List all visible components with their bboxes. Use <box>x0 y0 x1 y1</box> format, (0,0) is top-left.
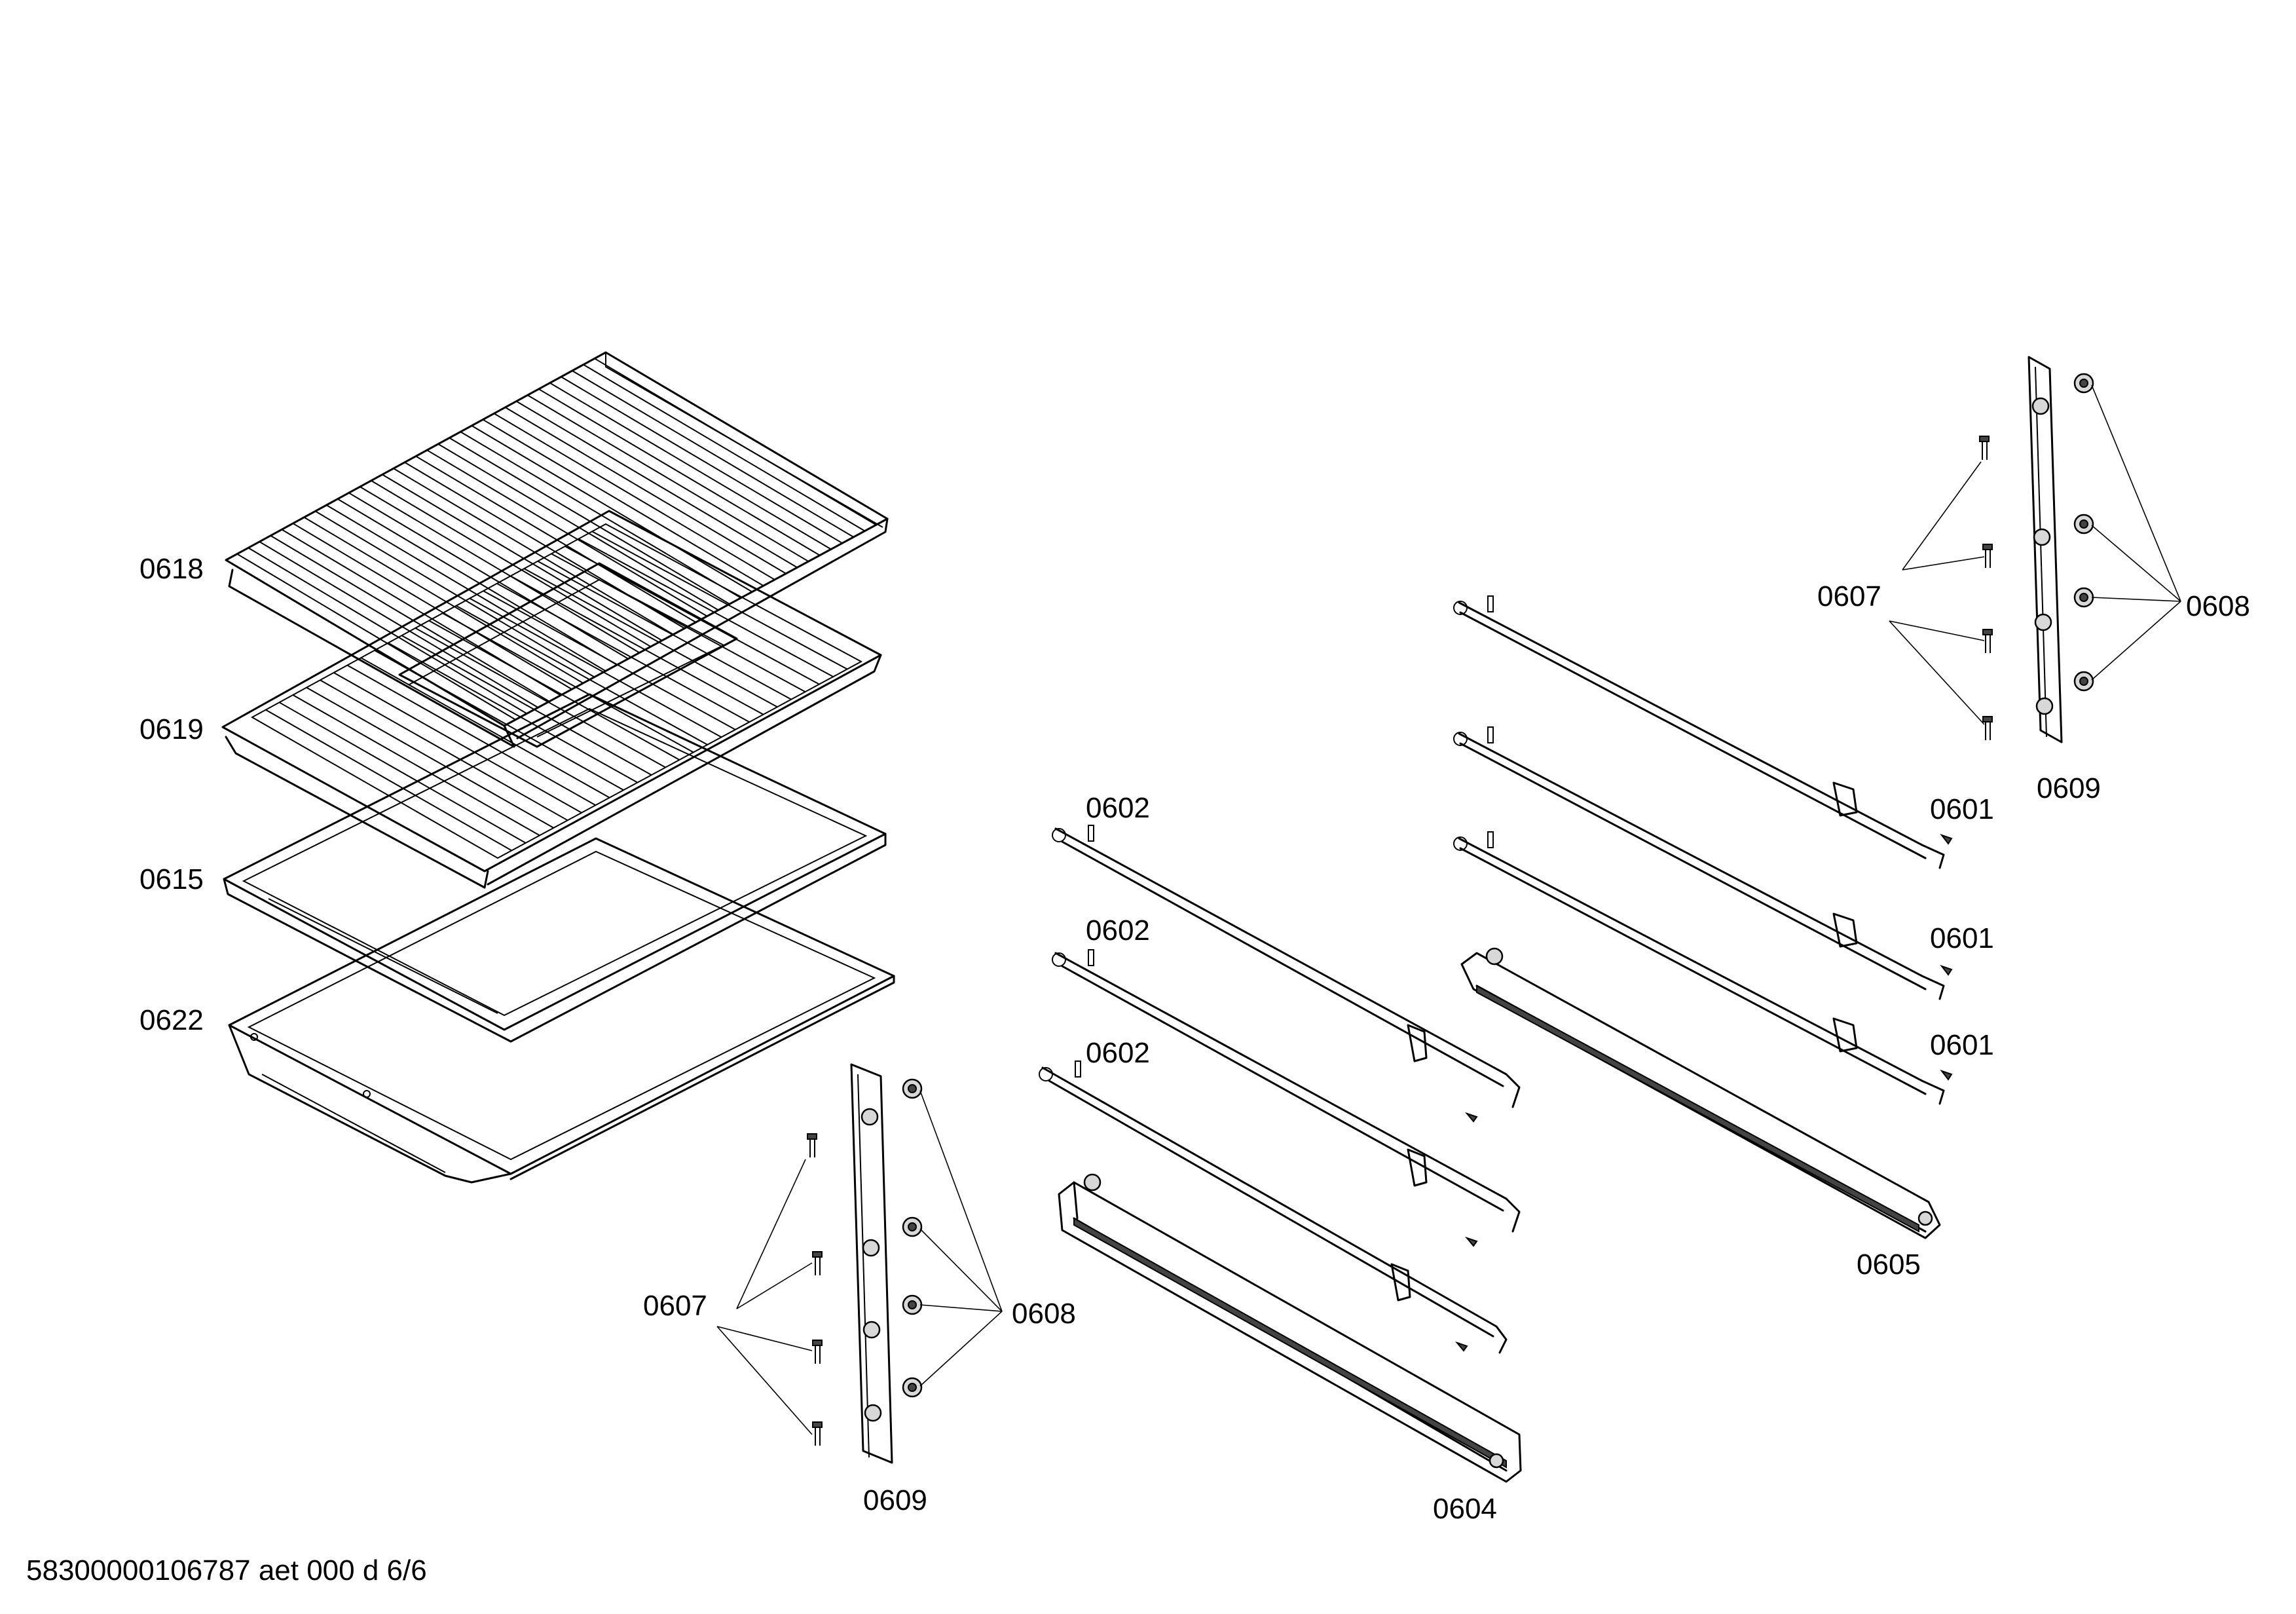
rack-bar <box>510 575 764 715</box>
rack-bar <box>583 364 866 532</box>
baking-tray-shallow <box>223 693 887 1043</box>
nuts-right-0608 <box>2073 373 2094 692</box>
rack-bar <box>591 531 848 670</box>
rail-0602-c <box>1039 1060 1508 1354</box>
label-0601-c: 0601 <box>1930 1029 1994 1061</box>
leader-lines <box>716 385 2181 1435</box>
rack-bar <box>348 492 629 660</box>
rack-bar <box>504 407 787 574</box>
rack-bar <box>516 400 798 569</box>
rack-bar <box>270 535 550 702</box>
rack-bar <box>483 590 736 730</box>
rack-bar <box>360 486 640 654</box>
rack-bar <box>248 547 527 715</box>
rail-0605 <box>1460 947 1941 1239</box>
rack-bar <box>527 394 809 562</box>
label-0622: 0622 <box>139 1004 204 1036</box>
label-0619: 0619 <box>139 713 204 745</box>
rack-bar <box>388 642 638 783</box>
rack-bar <box>236 553 516 721</box>
label-0604: 0604 <box>1433 1493 1497 1525</box>
rack-bar <box>320 679 568 821</box>
rack-bar <box>279 702 527 844</box>
rack-bar <box>442 612 694 753</box>
rack-bar <box>314 510 595 678</box>
label-0601-a: 0601 <box>1930 793 1994 825</box>
rail-0604 <box>1058 1173 1522 1483</box>
label-0608-right: 0608 <box>2186 590 2250 622</box>
rack-bar <box>572 370 854 538</box>
rack-bar <box>549 382 832 550</box>
clips-left-0607 <box>807 1133 823 1446</box>
rack-bar <box>471 425 753 593</box>
rack-bar <box>561 376 843 544</box>
rail-0601-c <box>1453 831 1953 1105</box>
rack-bar <box>565 546 820 685</box>
part-labels: 0618 0619 0615 0622 0602 0602 0602 0601 … <box>139 553 2250 1525</box>
rack-bar <box>537 560 792 700</box>
rack-bar <box>306 686 554 829</box>
label-0609-left: 0609 <box>863 1484 927 1516</box>
label-0602-a: 0602 <box>1086 792 1150 824</box>
rack-bar <box>496 582 750 723</box>
clips-right-0607 <box>1979 436 1993 741</box>
rack-bar <box>337 498 618 666</box>
baking-pan-deep <box>228 837 895 1184</box>
wire-rack-second <box>221 510 882 889</box>
rack-bar <box>382 474 663 641</box>
rack-bar <box>428 620 680 760</box>
rack-bar <box>456 605 708 745</box>
rack-bar <box>551 553 806 693</box>
rack-bar <box>493 413 775 580</box>
label-0608-left: 0608 <box>1012 1298 1076 1330</box>
label-0601-b: 0601 <box>1930 922 1994 954</box>
nuts-left-0608 <box>902 1078 923 1398</box>
rack-bar <box>292 523 572 690</box>
label-0607-left: 0607 <box>643 1290 707 1322</box>
rack-bar <box>426 449 708 617</box>
label-0607-right: 0607 <box>1817 580 1881 612</box>
rack-bar <box>303 516 583 684</box>
rack-bar <box>265 709 512 852</box>
label-0618: 0618 <box>139 553 204 585</box>
rack-bar <box>333 672 582 814</box>
rack-bar <box>374 650 624 791</box>
rail-0601-b <box>1453 726 1953 1000</box>
rack-bar <box>401 635 652 776</box>
rail-0602-b <box>1052 949 1521 1247</box>
rack-bar <box>523 568 778 708</box>
rack-bar <box>415 627 666 768</box>
rack-bar <box>538 388 821 556</box>
side-bracket-right <box>2028 356 2063 743</box>
rack-bar <box>346 664 596 806</box>
rack-bar <box>594 358 877 526</box>
rack-bar <box>482 419 764 587</box>
label-0605: 0605 <box>1857 1248 1921 1281</box>
rack-bar <box>415 455 697 623</box>
rail-0602-a <box>1052 825 1521 1123</box>
label-0602-c: 0602 <box>1086 1037 1150 1069</box>
rack-bar <box>360 657 610 798</box>
rail-0601-a <box>1453 595 1953 869</box>
rack-bar <box>578 538 834 677</box>
label-0615: 0615 <box>139 863 204 895</box>
rack-bar <box>326 504 606 672</box>
rack-bar <box>292 694 540 836</box>
rack-bar <box>393 468 674 635</box>
rack-bar <box>371 479 652 648</box>
side-bracket-left <box>850 1063 893 1464</box>
label-0609-right: 0609 <box>2037 772 2101 804</box>
label-0602-b: 0602 <box>1086 914 1150 947</box>
rack-bar <box>259 541 539 708</box>
document-code: 58300000106787 aet 000 d 6/6 <box>26 1554 427 1586</box>
wire-rack-top <box>225 351 889 748</box>
rack-bar <box>469 597 722 738</box>
